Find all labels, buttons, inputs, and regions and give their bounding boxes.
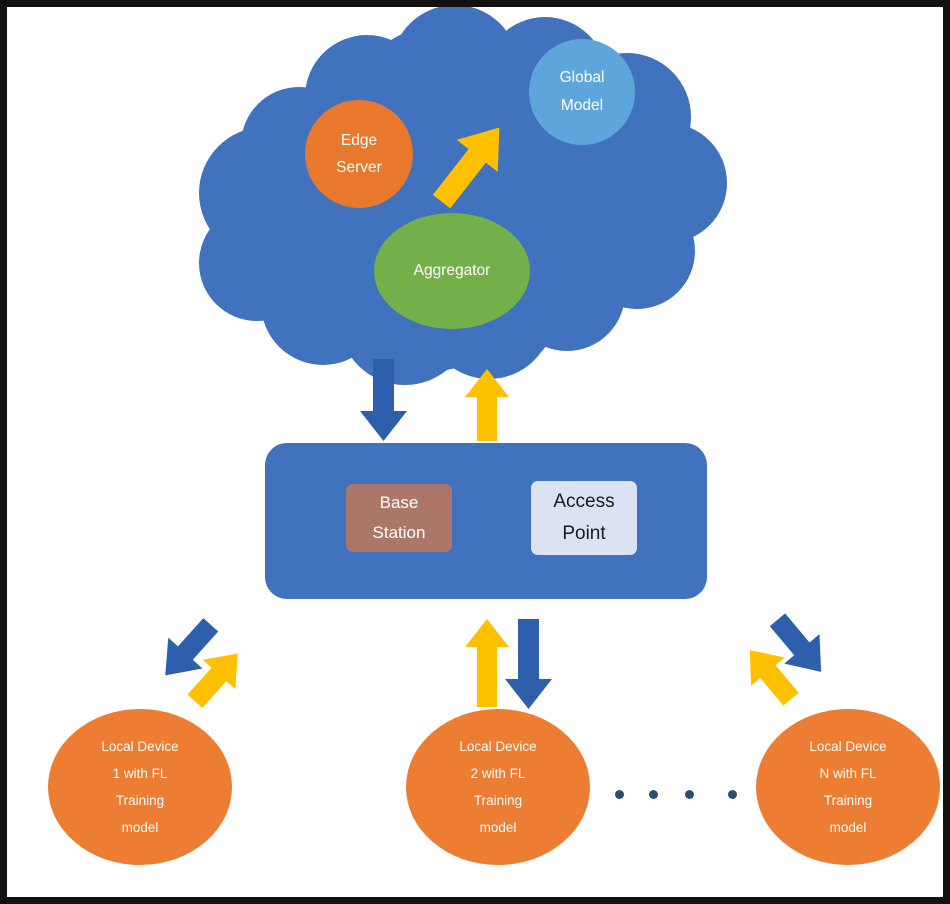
ellipsis-dot xyxy=(685,790,694,799)
global-model-circle xyxy=(529,39,635,145)
device-n-ellipse xyxy=(756,709,940,865)
ellipsis-dot xyxy=(649,790,658,799)
edge-server-circle xyxy=(305,100,413,208)
arrow-cloud-to-network-icon xyxy=(360,359,407,441)
network-infrastructure-box xyxy=(265,443,707,599)
arrow-network-to-device-1-icon xyxy=(165,618,219,676)
arrow-network-to-cloud-icon xyxy=(465,369,509,441)
arrow-network-to-device-n-icon xyxy=(769,613,822,672)
ellipsis-dots xyxy=(611,790,741,802)
arrow-aggregator-to-global-icon xyxy=(432,127,500,209)
arrow-device-2-to-network-icon xyxy=(465,619,509,707)
base-station-box xyxy=(346,484,452,552)
access-point-box xyxy=(531,481,637,555)
arrow-network-to-device-2-icon xyxy=(505,619,552,709)
arrow-device-1-to-network-icon xyxy=(187,653,238,708)
device-1-ellipse xyxy=(48,709,232,865)
ellipsis-dot xyxy=(615,790,624,799)
arrow-device-n-to-network-icon xyxy=(749,650,799,706)
diagram-canvas xyxy=(48,7,940,865)
ellipsis-dot xyxy=(728,790,737,799)
device-2-ellipse xyxy=(406,709,590,865)
aggregator-ellipse xyxy=(374,213,530,329)
